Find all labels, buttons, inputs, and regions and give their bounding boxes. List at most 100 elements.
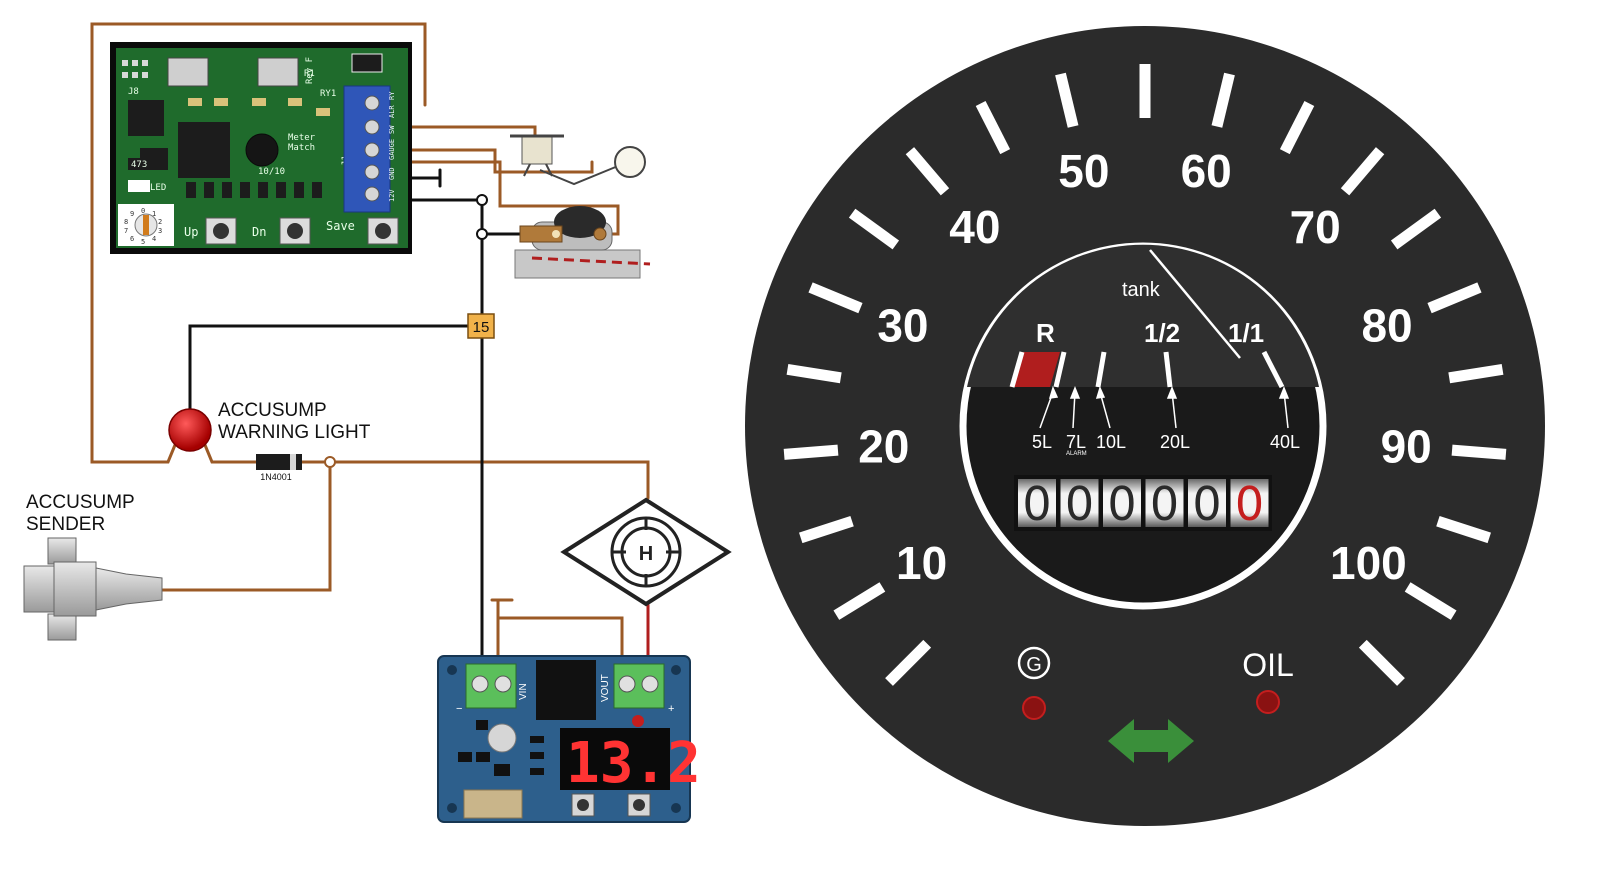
brown-wire-warning-feed: [90, 22, 427, 464]
odometer-digit: 0: [1107, 477, 1136, 531]
svg-text:9: 9: [130, 210, 134, 218]
speed-tick-mark: [1358, 639, 1405, 686]
speed-tick-mark: [1451, 444, 1507, 460]
speed-tick-mark: [1404, 582, 1457, 620]
meter-label: Meter: [288, 133, 316, 143]
fuel-alarm-label: ALARM: [1066, 451, 1087, 457]
horn: H: [560, 497, 732, 607]
brown-wire-gauge: [378, 148, 594, 174]
fuel-level-5l: 5L: [1032, 432, 1052, 452]
oil-indicator: OIL: [1242, 647, 1294, 714]
regulator-chip: [167, 57, 209, 87]
terminal-label-sw: SW: [388, 125, 396, 134]
odometer-digit: 0: [1150, 477, 1179, 531]
svg-text:3: 3: [158, 227, 162, 235]
fuse: 15: [467, 313, 495, 339]
svg-text:0: 0: [141, 207, 145, 215]
speed-tick-mark: [1436, 515, 1491, 544]
led-component: [128, 180, 150, 192]
reserve-band: [1010, 352, 1060, 387]
up-button[interactable]: Up: [184, 217, 237, 245]
speed-label: 40: [949, 201, 1000, 253]
black-wire-main: [378, 198, 484, 664]
svg-text:5: 5: [141, 238, 145, 246]
ic-chip: [128, 100, 164, 136]
terminal-label-gnd: GND: [388, 167, 396, 180]
svg-text:2: 2: [158, 218, 162, 226]
speed-label: 60: [1181, 145, 1232, 197]
speed-tick-mark: [1340, 147, 1385, 196]
junction-dot: [476, 228, 488, 240]
odometer-drum: 0: [1188, 477, 1226, 531]
black-wire-lamp: [188, 324, 484, 414]
junction-dot: [476, 194, 488, 206]
brown-wire-reg-top: [490, 598, 514, 620]
regulator-chip: [257, 57, 299, 87]
svg-text:Dn: Dn: [252, 225, 266, 239]
speed-tick-mark: [808, 282, 863, 314]
rotary-dial[interactable]: 0 1 2 3 4 5 6 7 8 9: [118, 204, 174, 246]
brown-wire-diode-horn: [203, 443, 650, 500]
svg-text:6: 6: [130, 235, 134, 243]
r1-label: R1: [304, 69, 315, 79]
oil-label: OIL: [1242, 647, 1294, 683]
speed-tick-mark: [833, 582, 886, 620]
speed-label: 20: [858, 421, 909, 473]
fuel-level-10l: 10L: [1096, 432, 1126, 452]
odometer-digit: 0: [1192, 477, 1221, 531]
diode-label: 1N4001: [260, 472, 292, 482]
speed-label: 30: [877, 300, 928, 352]
down-button[interactable]: Dn: [252, 217, 311, 245]
odometer-digit: 0: [1235, 477, 1264, 531]
odometer-drum: 0: [1145, 477, 1184, 531]
speed-tick-mark: [905, 147, 950, 196]
sender-label-line1: ACCUSUMP: [26, 492, 135, 513]
fuel-needle-label: tank: [1122, 279, 1161, 301]
terminal-label-ry: RY: [388, 91, 396, 100]
trim-pot: [487, 723, 517, 753]
warning-lamp: [168, 408, 212, 452]
speed-tick-mark: [786, 363, 842, 384]
svg-text:Save: Save: [326, 219, 355, 233]
svg-text:1: 1: [152, 210, 156, 218]
fuse-label: 15: [473, 319, 490, 336]
rev-label: Rev F: [305, 57, 315, 84]
odometer-drum: 0: [1018, 477, 1056, 531]
turn-signal-arrow-icon: [1108, 719, 1194, 763]
odometer-tenths-drum: 0: [1230, 477, 1269, 531]
brown-wire-sw: [378, 125, 537, 140]
speed-tick-mark: [1427, 282, 1482, 314]
odometer-drum: 0: [1060, 477, 1099, 531]
fuel-label-r: R: [1036, 318, 1055, 348]
ic-label-box: [128, 158, 156, 170]
speed-tick-mark: [1055, 72, 1079, 128]
fuel-level-40l: 40L: [1270, 432, 1300, 452]
voltage-regulator: VIN VOUT − + 13.2: [437, 655, 701, 823]
svg-text:7: 7: [124, 227, 128, 235]
generator-icon: G: [1026, 654, 1042, 676]
vout-label: VOUT: [600, 674, 611, 702]
oil-warning-light: [1256, 690, 1280, 714]
svg-text:8: 8: [124, 218, 128, 226]
j8-label: J8: [128, 87, 139, 97]
save-button[interactable]: Save: [326, 217, 399, 245]
vin-minus-label: −: [456, 703, 462, 715]
brown-wire-sender: [160, 460, 332, 592]
oil-pressure-sensor: [510, 134, 646, 186]
led-label: LED: [150, 183, 166, 193]
speed-tick-mark: [885, 639, 932, 686]
generator-indicator: G: [1017, 646, 1051, 720]
speed-tick-mark: [799, 515, 854, 544]
terminal-label-12v: 12V: [388, 189, 396, 202]
speed-label: 50: [1058, 145, 1109, 197]
board-id-label: 10/10: [258, 167, 285, 177]
speed-tick-mark: [848, 208, 900, 250]
speed-tick-mark: [1448, 363, 1504, 384]
brown-wire-reg-vin: [496, 616, 624, 664]
warning-light-label-line1: ACCUSUMP: [218, 400, 327, 421]
diode-1n4001: 1N4001: [256, 454, 302, 482]
